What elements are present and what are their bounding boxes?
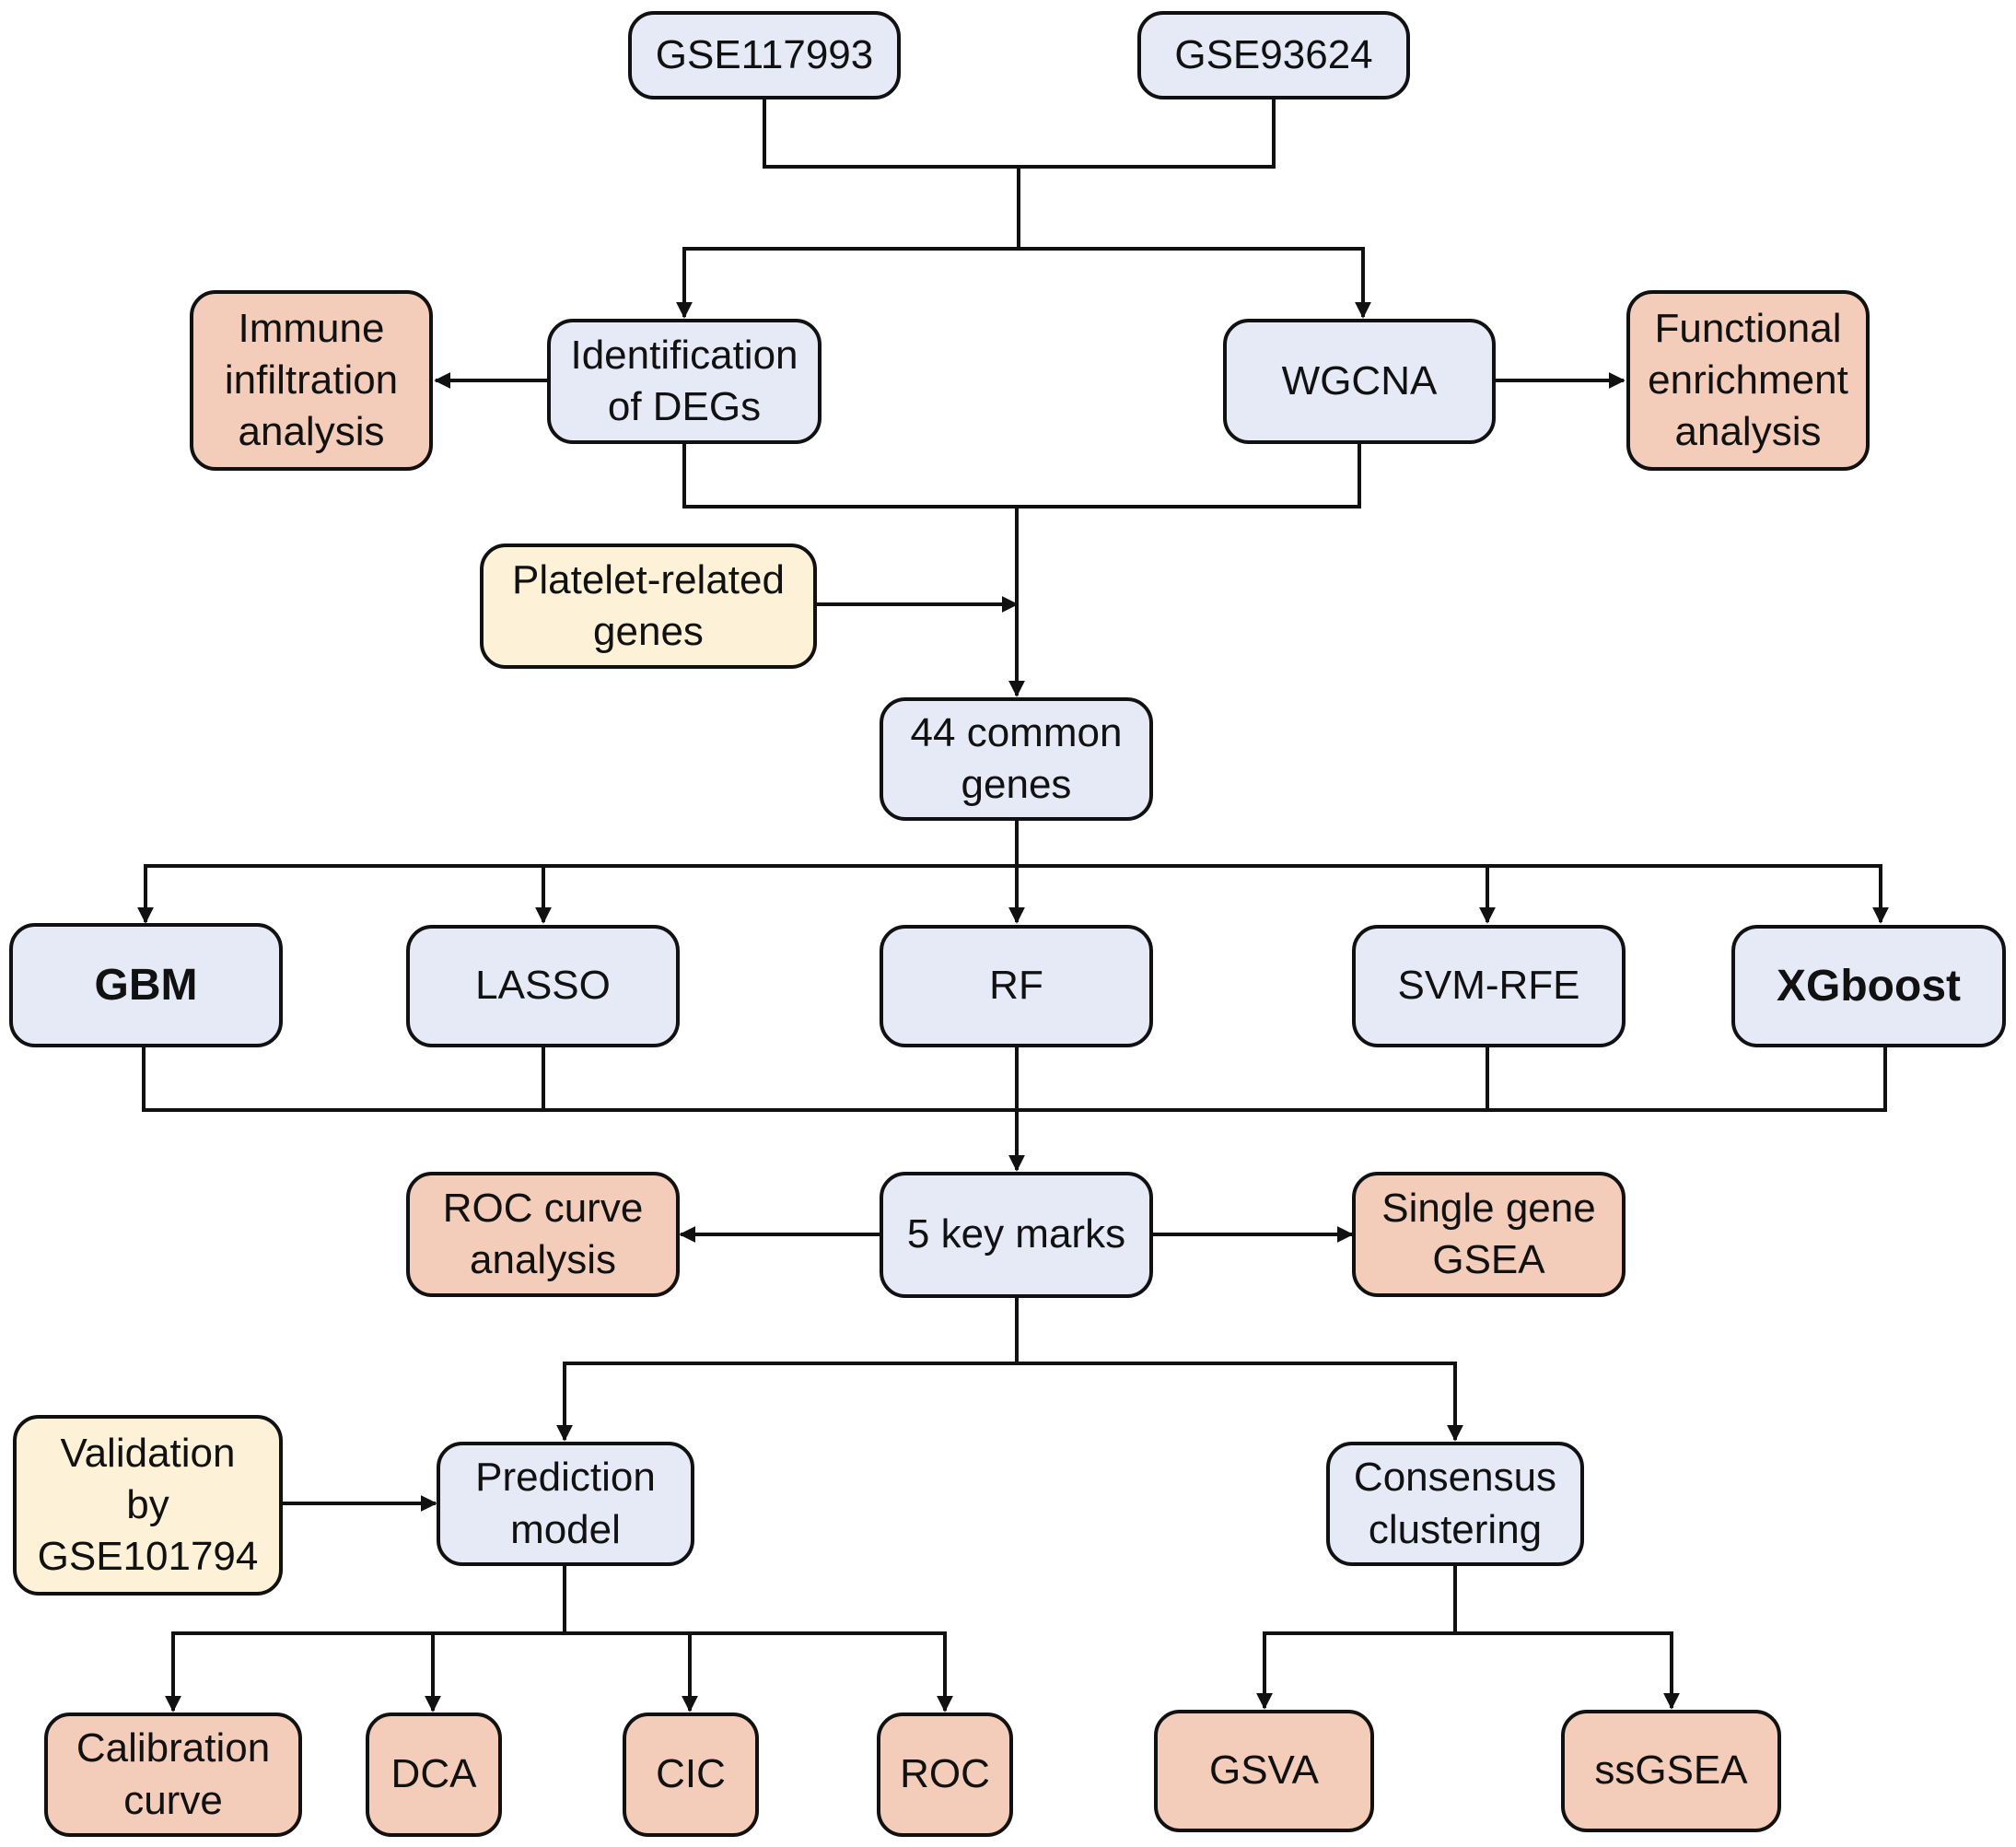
node-functional-enrichment: Functional enrichment analysis bbox=[1626, 290, 1870, 471]
node-svm-rfe: SVM-RFE bbox=[1352, 925, 1626, 1047]
node-5-key-marks: 5 key marks bbox=[880, 1172, 1153, 1298]
node-identification-degs: Identification of DEGs bbox=[547, 319, 822, 444]
node-validation-gse101794: Validation by GSE101794 bbox=[13, 1415, 283, 1596]
node-roc-curve-analysis: ROC curve analysis bbox=[406, 1172, 680, 1297]
node-gsva: GSVA bbox=[1154, 1710, 1374, 1832]
node-lasso: LASSO bbox=[406, 925, 680, 1047]
node-wgcna: WGCNA bbox=[1223, 319, 1496, 444]
node-dca: DCA bbox=[366, 1713, 502, 1837]
node-consensus-clustering: Consensus clustering bbox=[1326, 1442, 1584, 1566]
node-rf: RF bbox=[880, 925, 1153, 1047]
node-gbm: GBM bbox=[9, 923, 283, 1047]
node-prediction-model: Prediction model bbox=[437, 1442, 694, 1566]
node-ssgsea: ssGSEA bbox=[1561, 1710, 1781, 1832]
node-immune-infiltration: Immune infiltration analysis bbox=[190, 290, 433, 471]
node-single-gene-gsea: Single gene GSEA bbox=[1352, 1172, 1626, 1297]
node-platelet-related-genes: Platelet-related genes bbox=[480, 544, 817, 669]
node-calibration-curve: Calibration curve bbox=[44, 1713, 302, 1837]
node-roc: ROC bbox=[877, 1713, 1013, 1837]
node-44-common-genes: 44 common genes bbox=[880, 697, 1153, 821]
node-cic: CIC bbox=[623, 1713, 759, 1837]
node-xgboost: XGboost bbox=[1731, 925, 2006, 1047]
node-gse93624: GSE93624 bbox=[1137, 11, 1410, 99]
node-gse117993: GSE117993 bbox=[628, 11, 901, 99]
